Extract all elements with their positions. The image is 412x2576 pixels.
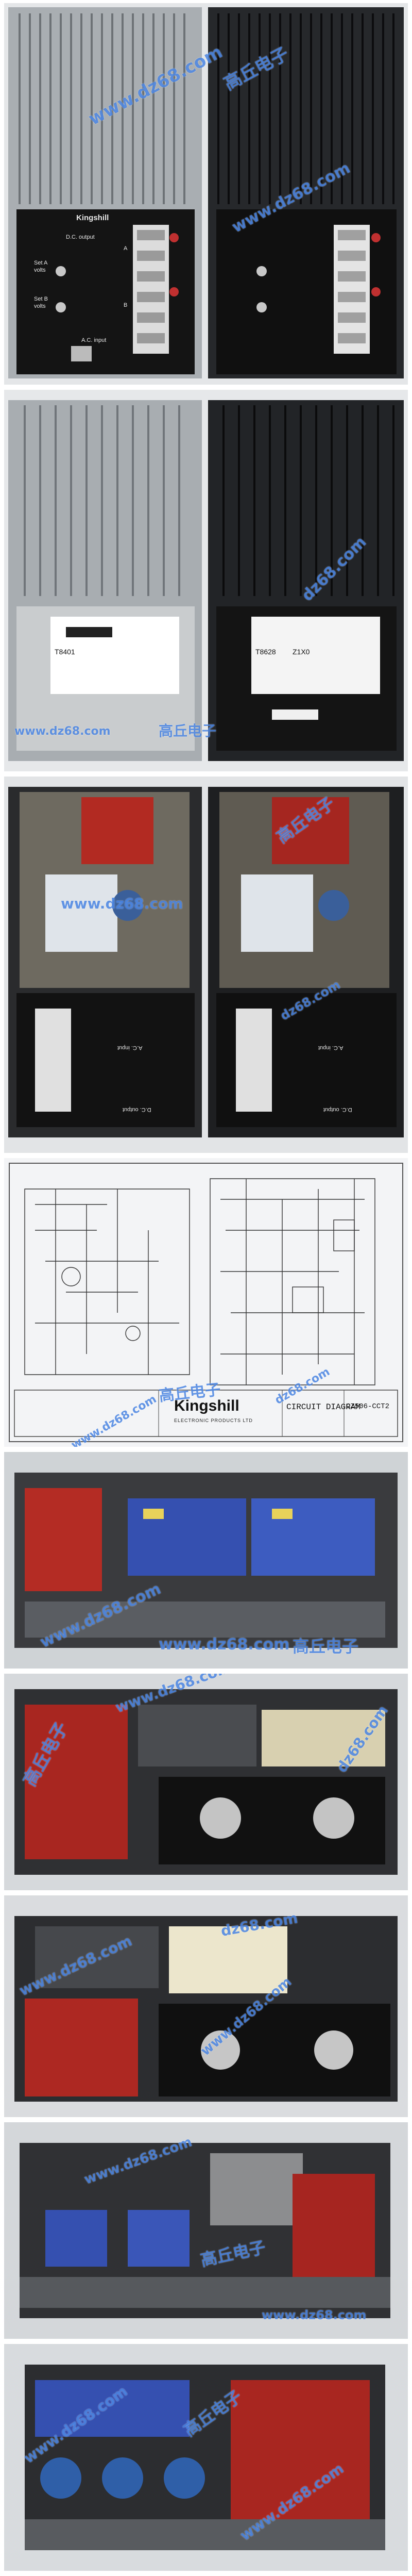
ac-input-label: A.C. input [117,1045,143,1051]
photo-transformer-heatsink: 高丘电子 www.dz68.com dz68.com [4,1674,408,1890]
rear-label-code: Z1X0 [293,648,310,656]
photo-units-open: A.C. input D.C. output A.C. input D.C. o… [4,777,408,1153]
schematic-drawing-no: CZ506-CCT2 [346,1402,390,1411]
terminal-b-label: B [124,302,128,308]
photo-underside: www.dz68.com 高丘电子 www.dz68.com [4,2344,408,2571]
rear-label-left: T8401 [55,648,75,656]
volts-label: volts [34,267,46,273]
schematic-brand: Kingshill [174,1397,239,1414]
dc-output-label: D.C. output [323,1107,352,1113]
photo-rear-panels: T8401 T8628 Z1X0 www.dz68.com 高丘电子 dz68.… [4,390,408,771]
dc-output-label: D.C. output [66,234,95,240]
rear-label-right: T8628 [255,648,276,656]
photo-circuit-diagram: Kingshill ELECTRONIC PRODUCTS LTD CIRCUI… [4,1158,408,1447]
photo-transformer-heatsink-alt: www.dz68.com dz68.com www.dz68.com [4,1895,408,2117]
ac-input-label: A.C. input [81,337,107,343]
ac-input-label: A.C. input [318,1045,344,1051]
photo-front-panels: Kingshill D.C. output Set A volts Set B … [4,3,408,385]
photo-internal-top: www.dz68.com www.dz68.com 高丘电子 [4,1452,408,1669]
brand-label: Kingshill [76,213,109,222]
set-a-label: Set A [34,260,48,266]
photo-boards-side: www.dz68.com 高丘电子 www.dz68.com [4,2122,408,2339]
dc-output-label: D.C. output [123,1107,151,1113]
schematic-title: CIRCUIT DIAGRAM [286,1402,361,1412]
volts-b-label: volts [34,303,46,309]
terminal-a-label: A [124,245,128,252]
set-b-label: Set B [34,296,48,302]
schematic-company: ELECTRONIC PRODUCTS LTD [174,1418,253,1423]
